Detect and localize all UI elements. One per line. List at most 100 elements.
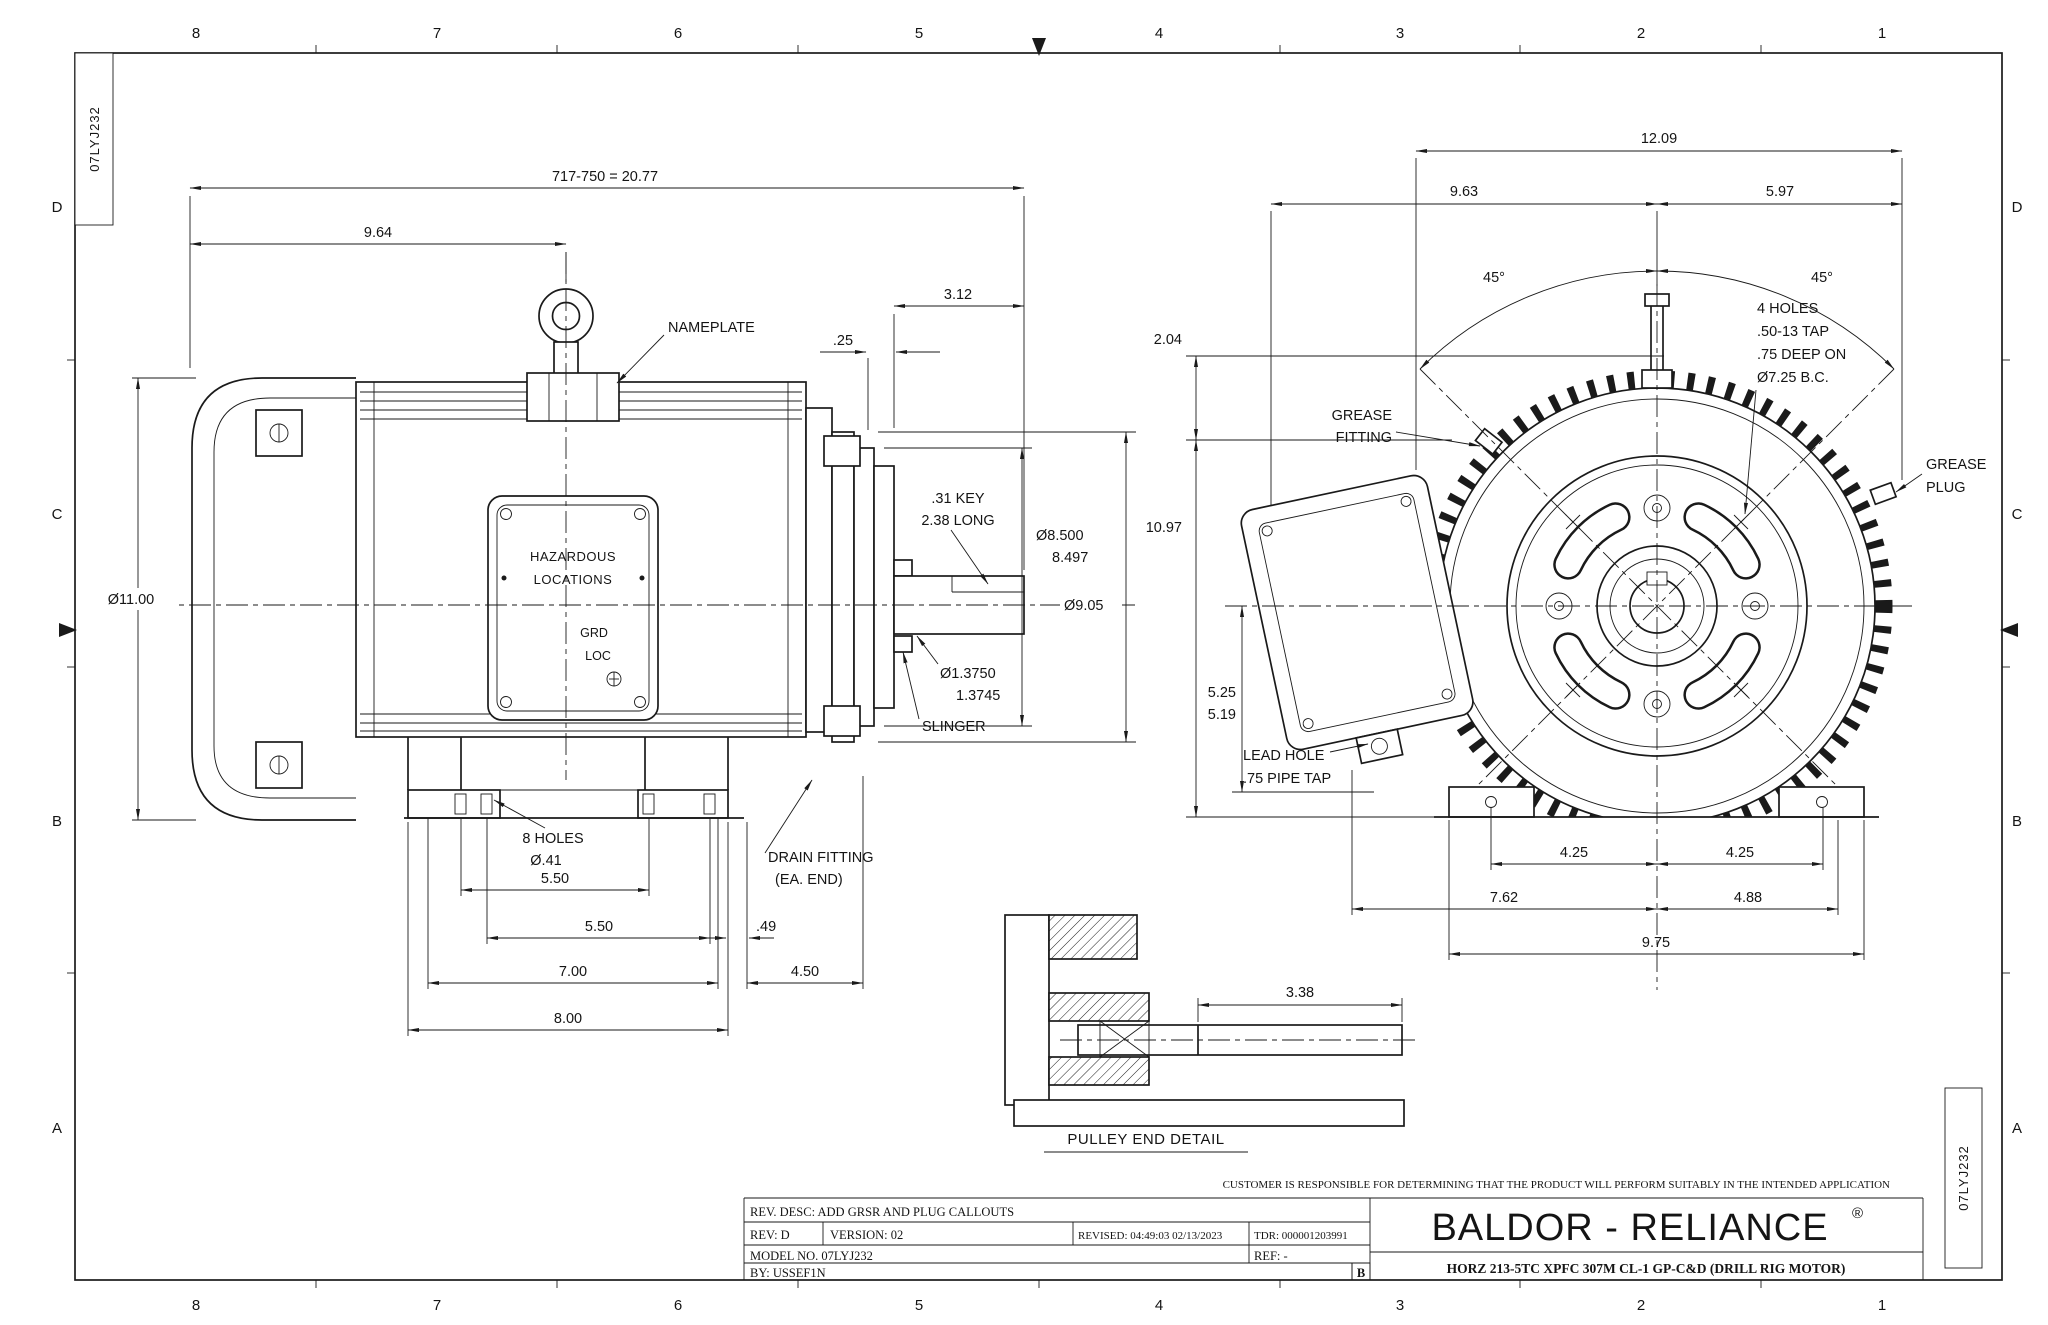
dim-overall-width: 12.09 (1641, 131, 1677, 147)
label-drain-fitting: DRAIN FITTING (768, 850, 874, 866)
grid-col-label: 6 (674, 1297, 682, 1314)
end-view: 12.09 9.63 5.97 45° 45° 2.04 10.97 5.25 … (1146, 131, 1987, 990)
grid-row-label: A (2012, 1120, 2022, 1137)
dim-bearing-hub-length: 3.38 (1286, 985, 1314, 1001)
doc-number: 07LYJ232 (1956, 1145, 1971, 1211)
grid-labels: 8 7 6 5 4 3 2 1 8 7 6 5 4 3 2 1 D C B A … (52, 25, 2023, 1314)
drawing-frame: 8 7 6 5 4 3 2 1 8 7 6 5 4 3 2 1 D C B A … (52, 25, 2023, 1314)
grid-col-label: 1 (1878, 25, 1886, 42)
dim-lead-hole-upper: 5.25 (1208, 685, 1236, 701)
note-key-length: 2.38 LONG (921, 513, 994, 529)
dim-flange-diameter: Ø9.05 (1064, 598, 1104, 614)
dim-box-offset: 7.62 (1490, 890, 1518, 906)
grid-row-label: D (2012, 199, 2023, 216)
grid-row-label: B (52, 813, 62, 830)
dim-base-width: 9.75 (1642, 935, 1670, 951)
note-tap-holes-1: 4 HOLES (1757, 301, 1818, 317)
model-no: MODEL NO. 07LYJ232 (750, 1249, 873, 1263)
grid-col-label: 7 (433, 1297, 441, 1314)
end-view-dimensions: 12.09 9.63 5.97 45° 45° 2.04 10.97 5.25 … (1146, 131, 1987, 960)
note-tap-holes-2: .50-13 TAP (1757, 324, 1829, 340)
drawing-description: HORZ 213-5TC XPFC 307M CL-1 GP-C&D (DRIL… (1447, 1261, 1846, 1276)
dim-eyebolt-offset: 9.64 (364, 225, 392, 241)
note-tap-holes-3: .75 DEEP ON (1757, 347, 1846, 363)
doc-number-box-bottom-right: 07LYJ232 (1944, 1087, 1983, 1269)
dim-eye-height: 2.04 (1154, 332, 1182, 348)
label-foot-holes: 8 HOLES (522, 831, 583, 847)
grid-col-label: 6 (674, 25, 682, 42)
dim-foot-length: 7.00 (559, 964, 587, 980)
dim-overall-length: 717-750 = 20.77 (552, 169, 658, 185)
label-nameplate: NAMEPLATE (668, 320, 755, 336)
grid-col-label: 1 (1878, 1297, 1886, 1314)
grid-col-label: 2 (1637, 25, 1645, 42)
dim-angle-right: 45° (1811, 270, 1833, 286)
dim-box-to-center: 9.63 (1450, 184, 1478, 200)
label-slinger: SLINGER (922, 719, 986, 735)
note-tap-holes-4: Ø7.25 B.C. (1757, 370, 1829, 386)
pulley-end-detail: 3.38 PULLEY END DETAIL (1004, 914, 1416, 1153)
nameplate-grd: GRD (580, 626, 608, 640)
note-key-size: .31 KEY (931, 491, 985, 507)
grid-col-label: 8 (192, 1297, 200, 1314)
revised: REVISED: 04:49:03 02/13/2023 (1078, 1230, 1223, 1242)
label-foot-holes-diameter: Ø.41 (530, 853, 561, 869)
sheet-size: B (1357, 1266, 1365, 1280)
version: VERSION: 02 (830, 1228, 903, 1242)
grid-col-label: 3 (1396, 25, 1404, 42)
dim-frame-diameter: Ø11.00 (108, 592, 155, 608)
detail-geometry (1004, 914, 1416, 1127)
grid-col-label: 2 (1637, 1297, 1645, 1314)
center-arrows (59, 38, 2018, 637)
side-view-geometry (152, 252, 1135, 821)
grease-plug (1869, 481, 1898, 506)
label-lead-hole-2: .75 PIPE TAP (1243, 771, 1331, 787)
dim-foot-half-left: 4.25 (1560, 845, 1588, 861)
label-grease-plug-1: GREASE (1926, 457, 1987, 473)
label-grease-plug-2: PLUG (1926, 480, 1966, 496)
side-view: 717-750 = 20.77 9.64 Ø11.00 3.12 .25 Ø8.… (90, 169, 1136, 1036)
dim-angle-left: 45° (1483, 270, 1505, 286)
nameplate-text: HAZARDOUS LOCATIONS GRD LOC (530, 549, 616, 663)
doc-number: 07LYJ232 (87, 106, 102, 172)
dim-foot-spacing-b: 5.50 (585, 919, 613, 935)
grid-row-label: B (2012, 813, 2022, 830)
disclaimer-text: CUSTOMER IS RESPONSIBLE FOR DETERMINING … (1223, 1179, 1890, 1191)
grid-col-label: 7 (433, 25, 441, 42)
dim-base-length: 8.00 (554, 1011, 582, 1027)
grid-row-label: C (52, 506, 63, 523)
dim-face-offset: .25 (833, 333, 853, 349)
dim-shaft-diameter-upper: Ø1.3750 (940, 666, 996, 682)
dim-rabbet-diameter-lower: 8.497 (1052, 550, 1088, 566)
registered-mark: ® (1852, 1205, 1863, 1222)
label-lead-hole-1: LEAD HOLE (1243, 748, 1325, 764)
dim-center-to-edge: 5.97 (1766, 184, 1794, 200)
dim-foot-half-right: 4.25 (1726, 845, 1754, 861)
dim-foot-spacing-a: 5.50 (541, 871, 569, 887)
grid-col-label: 4 (1155, 1297, 1163, 1314)
nameplate-locations: LOCATIONS (534, 572, 613, 587)
dim-shaft-extension: 3.12 (944, 287, 972, 303)
grid-col-label: 3 (1396, 1297, 1404, 1314)
by: BY: USSEF1N (750, 1266, 826, 1280)
tdr: TDR: 000001203991 (1254, 1230, 1348, 1242)
title-block-lines (743, 1197, 1924, 1280)
rev: REV: D (750, 1228, 790, 1242)
doc-number-box-top-left: 07LYJ232 (74, 52, 114, 226)
grid-row-label: C (2012, 506, 2023, 523)
conduit-box (1240, 474, 1474, 765)
grid-col-label: 5 (915, 1297, 923, 1314)
title-block: CUSTOMER IS RESPONSIBLE FOR DETERMINING … (743, 1179, 1924, 1281)
detail-caption: PULLEY END DETAIL (1067, 1131, 1224, 1148)
label-grease-fitting-2: FITTING (1336, 430, 1392, 446)
dim-foot-to-face: .49 (756, 919, 776, 935)
side-view-dimensions: 717-750 = 20.77 9.64 Ø11.00 3.12 .25 Ø8.… (90, 169, 1136, 1036)
detail-dimensions: 3.38 (1197, 985, 1403, 1022)
end-view-geometry (1225, 284, 1912, 990)
rev-desc: REV. DESC: ADD GRSR AND PLUG CALLOUTS (750, 1205, 1014, 1219)
dim-rabbet-diameter-upper: Ø8.500 (1036, 528, 1084, 544)
label-drain-fitting-note: (EA. END) (775, 872, 843, 888)
grid-row-label: A (52, 1120, 62, 1137)
